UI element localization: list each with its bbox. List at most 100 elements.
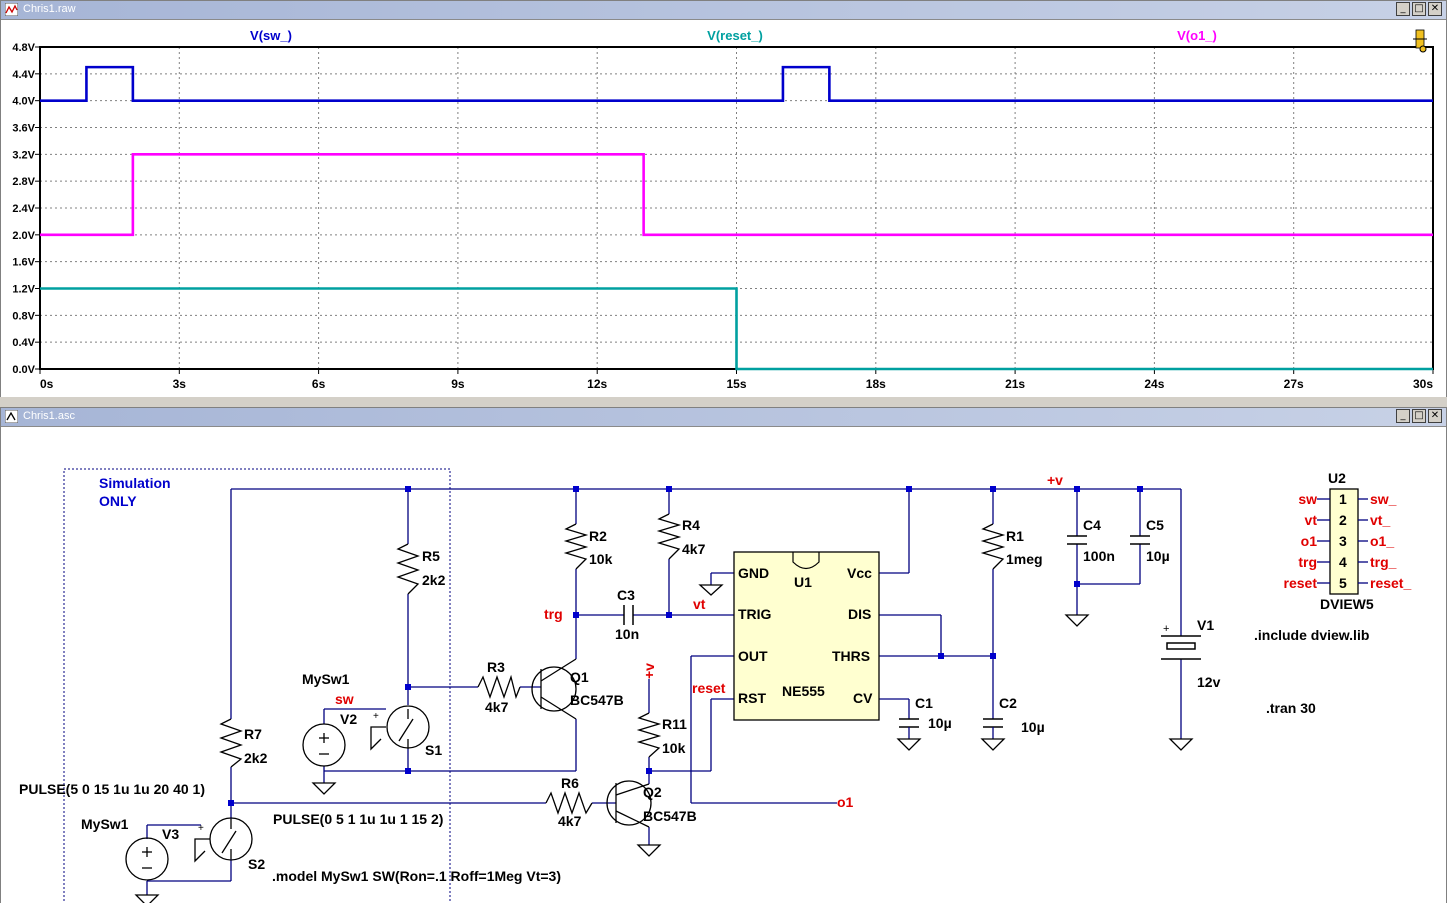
pin-cv: CV	[853, 690, 873, 706]
x-tick-label: 9s	[451, 377, 465, 391]
waveform-plot[interactable]: 0.0V0.4V0.8V1.2V1.6V2.0V2.4V2.8V3.2V3.6V…	[1, 20, 1446, 397]
dview-in-3: o1	[1301, 533, 1318, 549]
pulse2-directive: PULSE(0 5 1 1u 1u 1 15 2)	[273, 811, 443, 827]
mysw1-label-b: MySw1	[81, 816, 129, 832]
s2-ref: S2	[248, 856, 265, 872]
y-tick-label: 1.6V	[12, 257, 35, 269]
pin-trig: TRIG	[738, 606, 772, 622]
schematic-window: Chris1.asc _ □ ✕ Simulation ONLY	[0, 407, 1447, 903]
r5-ref: R5	[422, 548, 440, 564]
v2-ref: V2	[340, 711, 357, 727]
v1-val: 12v	[1197, 674, 1221, 690]
model-directive: .model MySw1 SW(Ron=.1 Roff=1Meg Vt=3)	[272, 868, 561, 884]
maximize-button[interactable]: □	[1412, 409, 1426, 423]
svg-text:+: +	[198, 823, 204, 834]
r7-ref: R7	[244, 726, 262, 742]
dview-pin-1: 1	[1339, 491, 1347, 507]
q1-ref: Q1	[570, 669, 589, 685]
schematic-window-title: Chris1.asc	[23, 410, 75, 422]
q1-val: BC547B	[570, 692, 624, 708]
pin-thrs: THRS	[832, 648, 870, 664]
series-line-2[interactable]	[40, 153, 1433, 237]
pin-out: OUT	[738, 648, 768, 664]
r7-val: 2k2	[244, 750, 268, 766]
legend-vo1[interactable]: V(o1_)	[1177, 28, 1217, 43]
legend-vreset[interactable]: V(reset_)	[707, 28, 763, 43]
r11-val: 10k	[662, 740, 686, 756]
net-vt: vt	[693, 596, 706, 612]
r6-ref: R6	[561, 775, 579, 791]
c2-val: 10µ	[1021, 719, 1045, 735]
net-sw: sw	[335, 691, 354, 707]
maximize-button[interactable]: □	[1412, 2, 1426, 16]
dview-pin-4: 4	[1339, 554, 1347, 570]
close-button[interactable]: ✕	[1428, 409, 1442, 423]
x-tick-label: 27s	[1284, 377, 1304, 391]
waveform-titlebar[interactable]: Chris1.raw _ □ ✕	[1, 1, 1446, 20]
dview-out-4: trg_	[1370, 554, 1397, 570]
q2-val: BC547B	[643, 808, 697, 824]
dview-out-5: reset_	[1370, 575, 1411, 591]
r3-val: 4k7	[485, 699, 509, 715]
dview5-chip	[1329, 488, 1359, 595]
ne555-label: NE555	[782, 683, 825, 699]
dview-pin-5: 5	[1339, 575, 1347, 591]
y-tick-label: 2.4V	[12, 203, 35, 215]
legend-vsw[interactable]: V(sw_)	[250, 28, 292, 43]
c3-ref: C3	[617, 587, 635, 603]
svg-text:+: +	[1163, 623, 1169, 635]
sim-only-line2: ONLY	[99, 493, 137, 509]
y-tick-label: 3.6V	[12, 123, 35, 135]
dview-pin-2: 2	[1339, 512, 1347, 528]
dview-out-1: sw_	[1370, 491, 1397, 507]
y-tick-label: 4.4V	[12, 69, 35, 81]
dview-pin-3: 3	[1339, 533, 1347, 549]
dview-in-1: sw	[1298, 491, 1317, 507]
pulse1-directive: PULSE(5 0 15 1u 1u 20 40 1)	[19, 781, 205, 797]
y-tick-label: 1.2V	[12, 284, 35, 296]
pin-vcc: Vcc	[847, 565, 872, 581]
c1-val: 10µ	[928, 715, 952, 731]
y-tick-label: 4.8V	[12, 42, 35, 54]
cursor-probe-icon[interactable]	[1413, 29, 1427, 53]
tran-directive: .tran 30	[1266, 700, 1316, 716]
y-tick-label: 0.0V	[12, 364, 35, 376]
minimize-button[interactable]: _	[1396, 409, 1410, 423]
c4-val: 100n	[1083, 548, 1115, 564]
include-directive: .include dview.lib	[1254, 627, 1369, 643]
c5-val: 10µ	[1146, 548, 1170, 564]
y-tick-label: 0.8V	[12, 310, 35, 322]
r4-val: 4k7	[682, 541, 706, 557]
r1-ref: R1	[1006, 528, 1024, 544]
pin-dis: DIS	[848, 606, 871, 622]
x-tick-label: 21s	[1005, 377, 1025, 391]
schematic-canvas[interactable]: Simulation ONLY	[1, 427, 1446, 903]
series-line-1[interactable]	[40, 287, 1433, 371]
u1-ref: U1	[794, 574, 812, 590]
c5-ref: C5	[1146, 517, 1164, 533]
close-button[interactable]: ✕	[1428, 2, 1442, 16]
pin-rst: RST	[738, 690, 766, 706]
x-tick-label: 15s	[726, 377, 746, 391]
dview-in-4: trg	[1298, 554, 1317, 570]
pin-gnd: GND	[738, 565, 769, 581]
series-line-0[interactable]	[40, 65, 1433, 102]
schematic-titlebar[interactable]: Chris1.asc _ □ ✕	[1, 408, 1446, 427]
ne555-chip	[733, 551, 880, 721]
s1-ref: S1	[425, 742, 442, 758]
r4-ref: R4	[682, 517, 700, 533]
x-tick-label: 3s	[173, 377, 187, 391]
y-tick-label: 0.4V	[12, 337, 35, 349]
dview5-label: DVIEW5	[1320, 596, 1374, 612]
y-tick-label: 3.2V	[12, 149, 35, 161]
r6-val: 4k7	[558, 813, 582, 829]
r3-ref: R3	[487, 659, 505, 675]
net-plusv-rail: +v	[1047, 472, 1063, 488]
waveform-icon	[5, 3, 18, 16]
minimize-button[interactable]: _	[1396, 2, 1410, 16]
y-tick-label: 2.8V	[12, 176, 35, 188]
mysw1-label-a: MySw1	[302, 671, 350, 687]
sim-only-line1: Simulation	[99, 475, 171, 491]
r11-ref: R11	[662, 716, 687, 732]
